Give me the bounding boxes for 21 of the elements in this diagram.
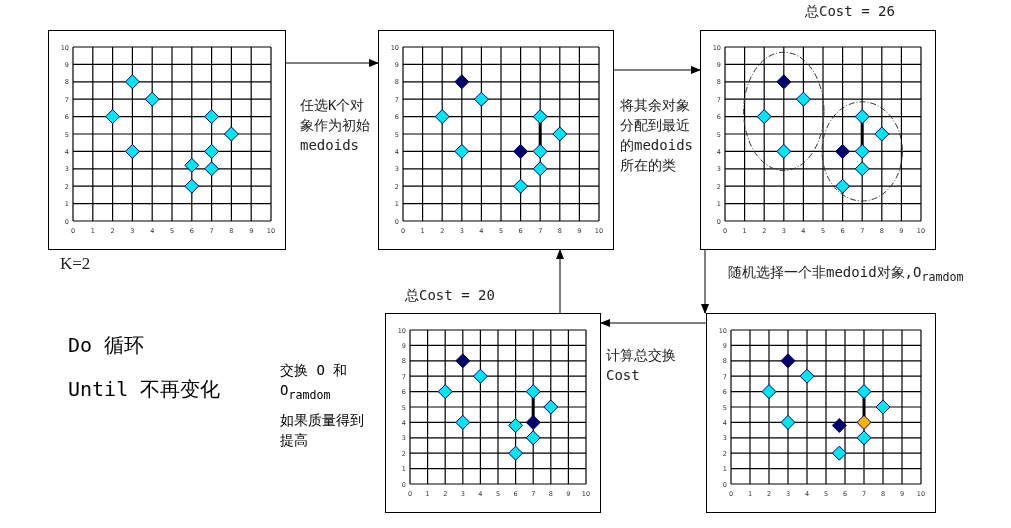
scatter-plot	[385, 313, 601, 513]
scatter-plot	[48, 30, 286, 250]
cost-label: 总Cost = 26	[805, 2, 896, 21]
step-note: 交换 O 和 O$_{ramdom}$	[280, 361, 349, 404]
arrow	[613, 66, 701, 74]
arrow	[285, 59, 379, 67]
scatter-plot	[706, 313, 936, 513]
edge-label: 计算总交换Cost	[606, 346, 677, 385]
scatter-plot	[378, 30, 614, 250]
cost-label: 总Cost = 20	[405, 286, 496, 305]
loop-label: Until 不再变化	[68, 376, 222, 402]
edge-label: 将其余对象分配到最近的medoids所在的类	[620, 96, 694, 175]
arrow	[701, 249, 709, 314]
step-note: 如果质量得到提高	[280, 411, 365, 450]
arrow	[600, 319, 707, 327]
arrow	[556, 249, 564, 314]
k-value-label: K=2	[60, 254, 92, 273]
edge-label: 随机选择一个非medoid对象,O$_{ramdom}$	[728, 263, 965, 286]
scatter-plot	[700, 30, 936, 250]
edge-label: 任选K个对象作为初始medoids	[300, 96, 371, 155]
loop-label: Do 循环	[68, 332, 146, 358]
